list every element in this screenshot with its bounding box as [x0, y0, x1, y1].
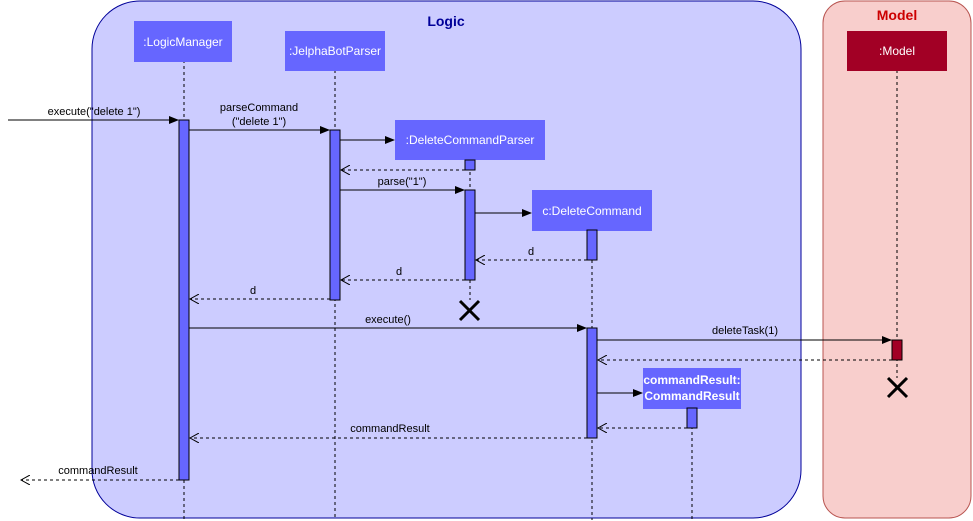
participant-delete-parser — [395, 120, 545, 160]
participant-model-label: :Model — [879, 44, 915, 58]
msg-execute-delete-label: execute("delete 1") — [48, 106, 141, 118]
msg-parse-label: parse("1") — [378, 176, 427, 188]
participant-parser — [285, 31, 385, 71]
model-frame-title: Model — [877, 7, 917, 23]
activation-delete-command-execute — [586, 327, 598, 439]
participant-logic-manager-label: :LogicManager — [143, 35, 222, 49]
msg-delete-task-label: deleteTask(1) — [712, 325, 778, 337]
activation-delete-command-create — [586, 229, 598, 261]
return-d-3-label: d — [250, 285, 256, 297]
participant-delete-command — [532, 190, 652, 231]
participant-command-result — [643, 368, 741, 409]
activation-command-result — [686, 407, 698, 429]
activation-parser — [329, 129, 341, 301]
activation-delete-parser-parse — [464, 189, 476, 281]
return-d-1-label: d — [528, 246, 534, 258]
destroy-model-icon — [886, 376, 909, 399]
model-frame — [822, 0, 972, 519]
activation-delete-parser-create — [464, 159, 476, 171]
activation-logic-manager — [178, 119, 190, 481]
participant-command-result-label-line1: commandResult: — [643, 373, 740, 387]
participant-logic-manager — [134, 21, 232, 62]
participant-delete-command-label: c:DeleteCommand — [542, 204, 641, 218]
msg-execute-label: execute() — [365, 314, 411, 326]
return-command-result-2-label: commandResult — [58, 465, 137, 477]
participant-delete-parser-label: :DeleteCommandParser — [406, 133, 535, 147]
return-d-2-label: d — [396, 266, 402, 278]
participant-model — [847, 31, 947, 71]
logic-frame — [91, 0, 802, 519]
participant-parser-label: :JelphaBotParser — [289, 44, 381, 58]
msg-parse-command-label-line2: ("delete 1") — [232, 116, 286, 128]
activation-model — [891, 339, 903, 361]
msg-parse-command-label-line1: parseCommand — [220, 102, 298, 114]
logic-frame-title: Logic — [427, 13, 465, 29]
destroy-delete-parser-icon — [458, 299, 481, 322]
participant-command-result-label-line2: CommandResult — [644, 389, 739, 403]
return-command-result-1-label: commandResult — [350, 423, 429, 435]
